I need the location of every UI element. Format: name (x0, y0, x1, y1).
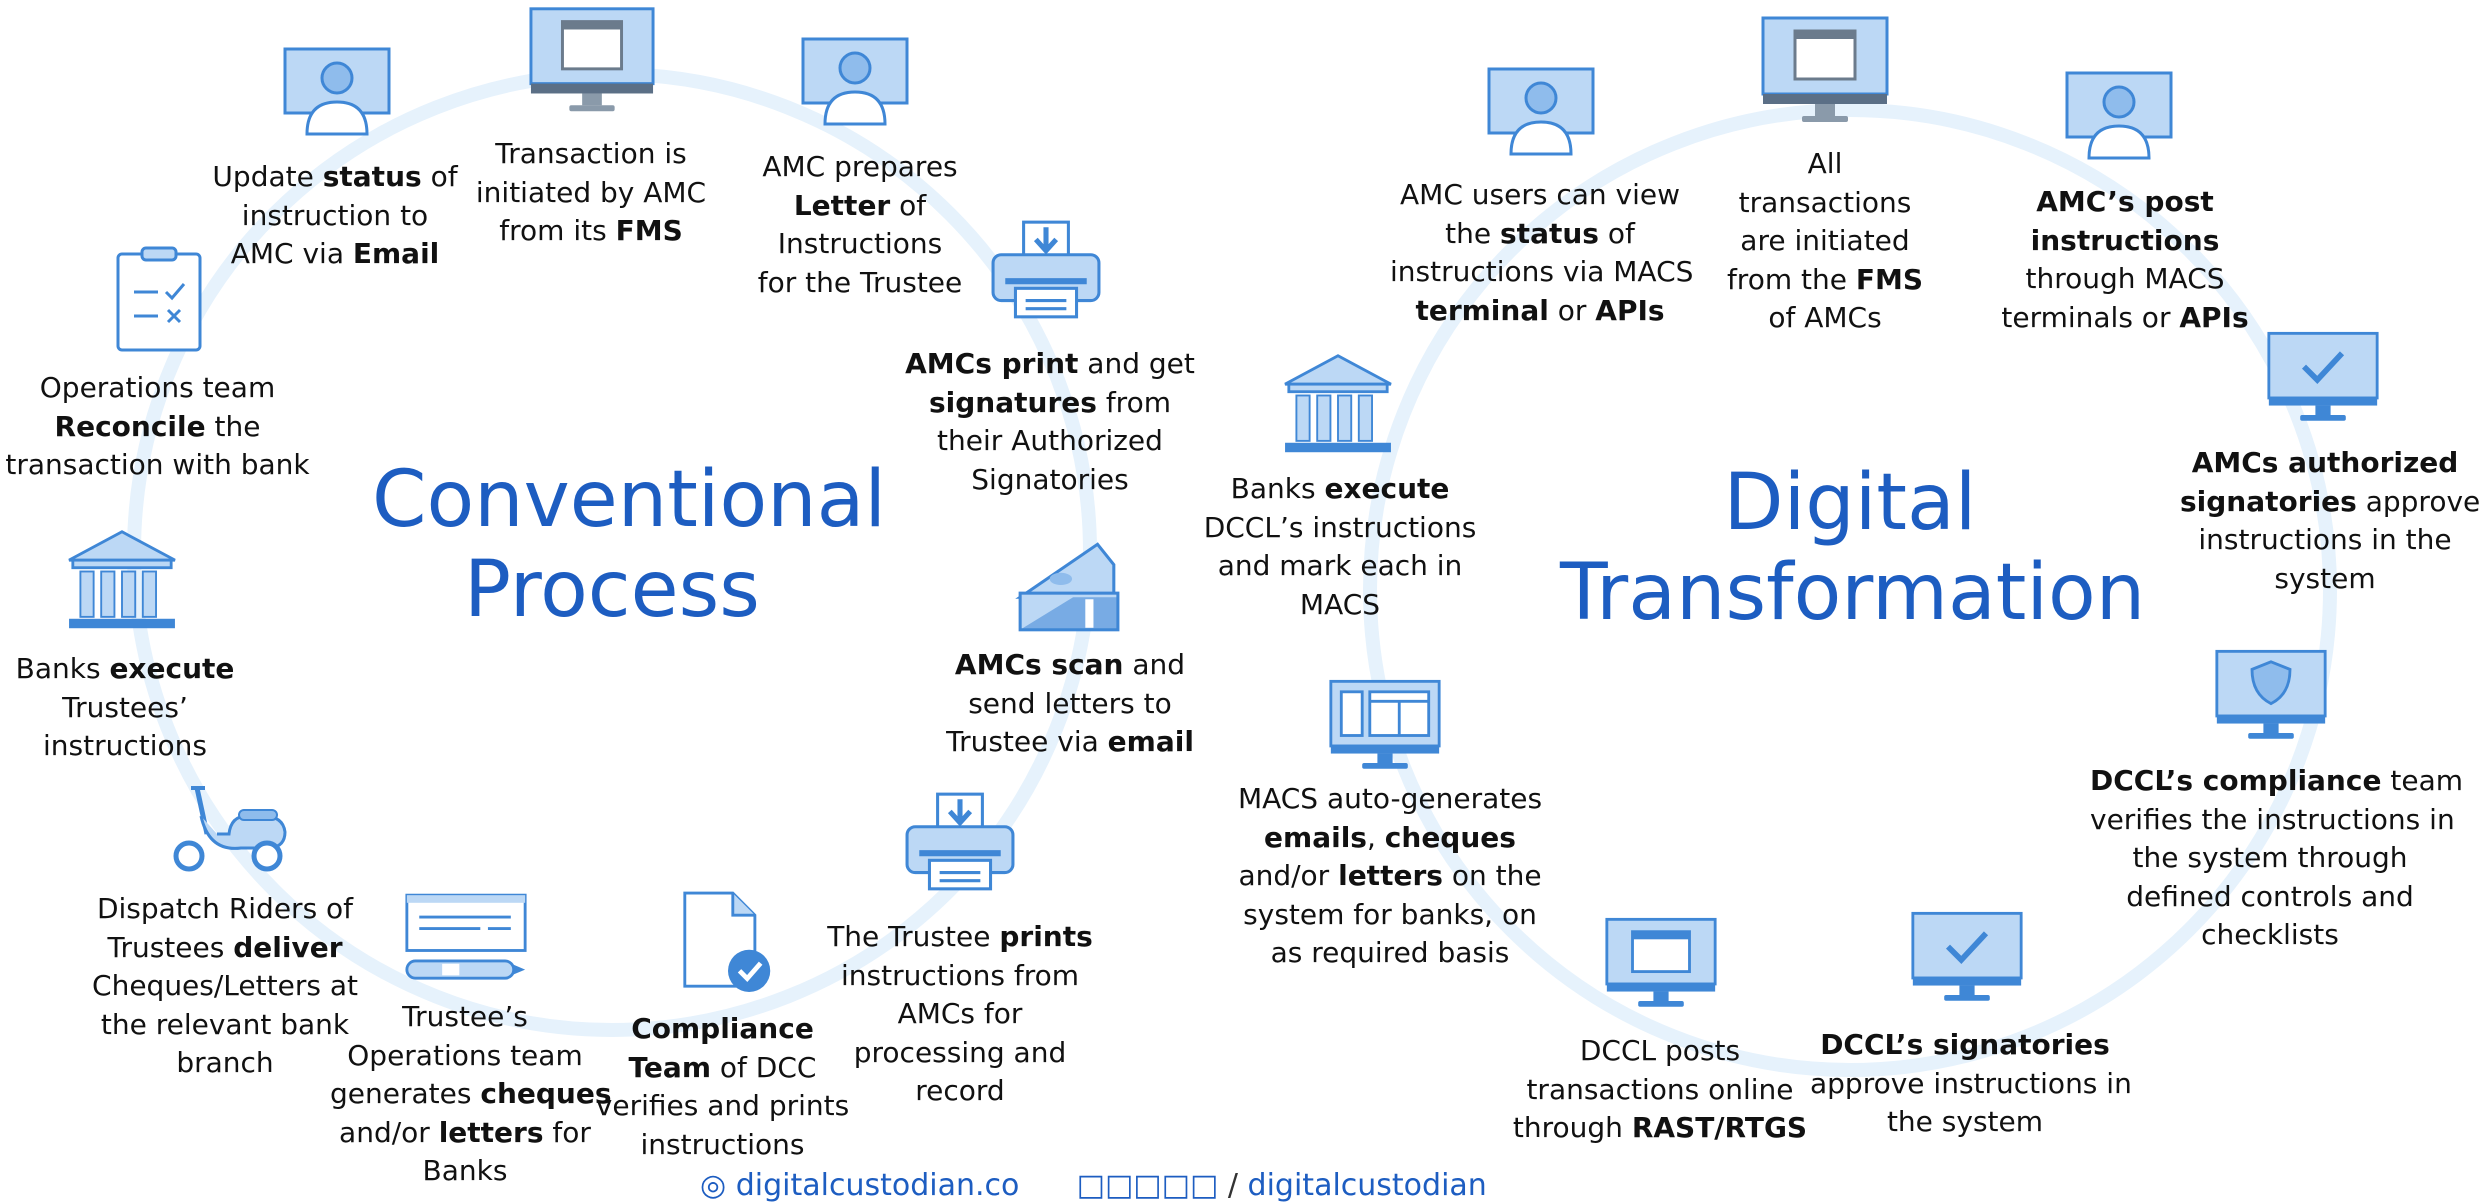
dccl-monitor-icon (1604, 916, 1718, 1012)
user-monitor-icon (282, 46, 392, 136)
check-monitor-icon (1910, 910, 2024, 1006)
user-monitor-icon (2064, 70, 2174, 160)
footer-website[interactable]: digitalcustodian.co (735, 1168, 1020, 1203)
label-emphasis: DCCL’s compliance (2090, 764, 2382, 797)
label-emphasis: AMCs scan (954, 648, 1124, 681)
printer-icon (990, 218, 1102, 322)
label-emphasis: Reconcile (54, 409, 206, 443)
user-monitor-icon (1486, 66, 1596, 156)
printer-icon (904, 790, 1016, 894)
label-emphasis: AMCs authorized (2191, 446, 2459, 479)
conventional-title-line1: Conventional (372, 455, 887, 545)
label-emphasis: signatures (929, 385, 1097, 419)
label-emphasis: execute (109, 652, 235, 685)
digital-title-line2: Transformation (1560, 548, 2146, 638)
label-emphasis: deliver (233, 930, 343, 964)
footer-separator: / (1227, 1168, 1238, 1203)
label-emphasis: DCCL’s signatories (1820, 1028, 2110, 1061)
label-emphasis: RAST/RTGS (1631, 1111, 1808, 1144)
label-emphasis: execute (1324, 472, 1450, 505)
cheque-icon (404, 892, 528, 988)
user-monitor-icon (800, 36, 910, 126)
label-emphasis: email (1107, 725, 1194, 758)
document-check-icon (680, 890, 776, 996)
digital-title-line1: Digital (1723, 458, 1977, 548)
monitor-icon (528, 4, 656, 116)
footer-handle[interactable]: digitalcustodian (1247, 1168, 1487, 1203)
label-emphasis: Email (352, 237, 440, 270)
label-emphasis: signatories (2180, 484, 2357, 518)
check-monitor-icon (2266, 330, 2380, 426)
digital-ring (1363, 103, 2337, 1077)
label-emphasis: AMC’s post (2036, 185, 2214, 218)
label-emphasis: Team (628, 1050, 711, 1084)
conventional-title: Conventional Process (372, 455, 887, 635)
label-emphasis: Compliance (631, 1012, 814, 1045)
label-emphasis: APIs (1595, 293, 1665, 327)
monitor-icon (1760, 14, 1890, 126)
label-emphasis: AMCs print (905, 347, 1079, 380)
label-emphasis: letters (1338, 859, 1443, 892)
clipboard-icon (114, 244, 204, 354)
scanner-icon (1012, 534, 1124, 636)
bank-icon (64, 528, 180, 632)
social-icons: □□□□□ (1076, 1168, 1219, 1203)
footer: ◎ digitalcustodian.co □□□□□ / digitalcus… (700, 1168, 1487, 1203)
label-emphasis: status (322, 160, 422, 193)
scooter-icon (160, 776, 292, 876)
label-emphasis: APIs (2179, 300, 2249, 334)
label-emphasis: instructions (2030, 223, 2220, 257)
label-emphasis: FMS (615, 214, 683, 247)
digital-title: Digital Transformation (1560, 458, 2146, 638)
label-emphasis: prints (999, 920, 1093, 953)
shield-monitor-icon (2214, 648, 2328, 744)
multi-screen-icon (1328, 678, 1442, 774)
label-emphasis: FMS (1855, 262, 1924, 296)
conventional-title-line2: Process (464, 545, 760, 635)
label-emphasis: Letter (793, 188, 891, 222)
label-emphasis: emails (1264, 820, 1367, 854)
globe-icon: ◎ (700, 1168, 727, 1203)
label-emphasis: letters (438, 1115, 544, 1149)
bank-icon (1280, 352, 1396, 456)
label-emphasis: status (1500, 216, 1599, 250)
label-emphasis: cheques (480, 1077, 612, 1110)
label-emphasis: cheques (1384, 820, 1516, 854)
label-emphasis: terminal (1415, 293, 1549, 327)
